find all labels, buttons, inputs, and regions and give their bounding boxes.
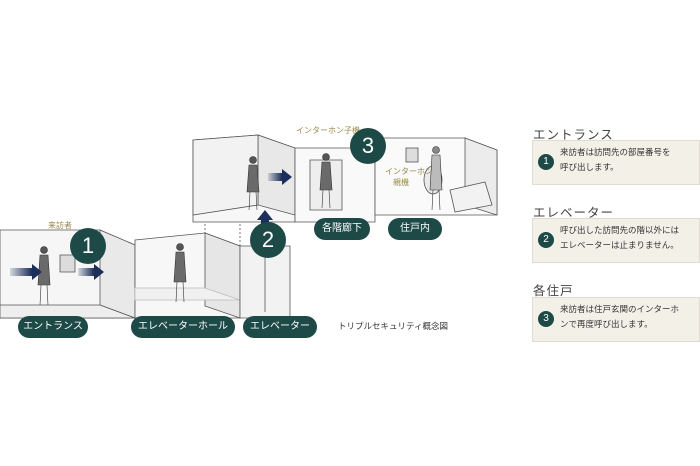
diagram-caption: トリプルセキュリティ概念図	[338, 322, 448, 332]
pill-elevator-hall: エレベーターホール	[131, 316, 235, 338]
step-1-text: 来訪者は訪問先の部屋番号を 呼び出します。	[560, 148, 671, 173]
step-3-number: 3	[538, 311, 554, 327]
step-2-title: エレベーター	[533, 205, 615, 220]
intercom-unit-label: インターホン子機	[296, 126, 360, 135]
pill-elevator: エレベーター	[243, 316, 317, 338]
step-3-text: 来訪者は住戸玄関のインターホ ンで再度呼び出します。	[560, 305, 680, 330]
callout-1: 1	[70, 228, 106, 264]
step-3-title: 各住戸	[533, 283, 574, 298]
callout-3: 3	[350, 128, 386, 164]
step-3-box: 3 来訪者は住戸玄関のインターホ ンで再度呼び出します。	[532, 297, 700, 342]
pill-entrance: エントランス	[18, 316, 88, 338]
step-1-box: 1 来訪者は訪問先の部屋番号を 呼び出します。	[532, 140, 700, 185]
pill-residence: 住戸内	[388, 218, 442, 240]
step-2-text: 呼び出した訪問先の階以外には エレベーターは止まりません。	[560, 226, 680, 251]
step-1-title: エントランス	[533, 127, 614, 142]
elevator-hall-room	[134, 232, 241, 319]
callout-2: 2	[250, 222, 286, 258]
visitor-figures	[37, 146, 443, 306]
step-2-number: 2	[538, 232, 554, 248]
intercom-main-label-line2: 親機	[393, 178, 409, 187]
step-2-box: 2 呼び出した訪問先の階以外には エレベーターは止まりません。	[532, 218, 700, 263]
visitor-label: 来訪者	[48, 221, 72, 230]
pill-corridor: 各階廊下	[314, 218, 370, 240]
step-1-number: 1	[538, 154, 554, 170]
intercom-main-label-line1: インターホン	[385, 167, 433, 176]
